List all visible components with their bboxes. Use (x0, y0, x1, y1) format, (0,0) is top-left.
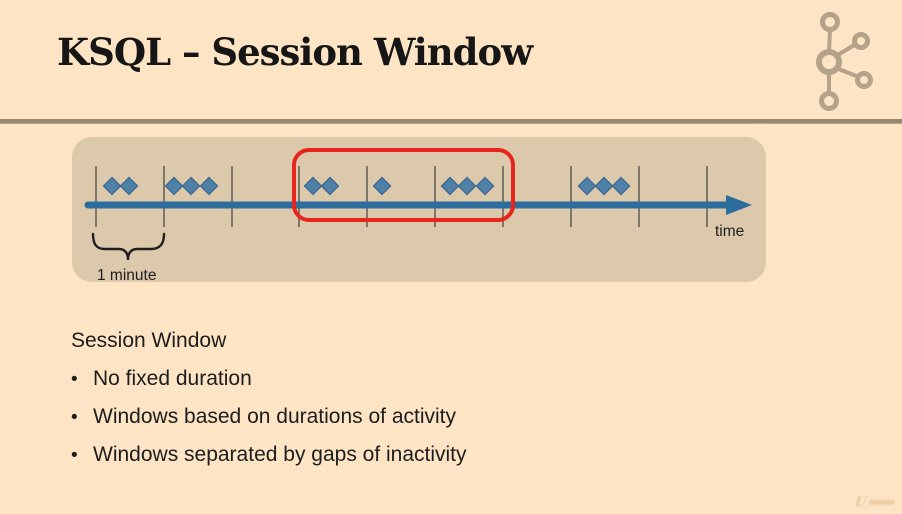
watermark-bar (869, 500, 895, 505)
notes: Session Window • No fixed duration • Win… (71, 322, 467, 474)
event-diamond (372, 176, 392, 196)
interval-label: 1 minute (97, 267, 156, 282)
ticks-layer (95, 166, 708, 227)
event-diamond (457, 176, 477, 196)
event-diamond (320, 176, 340, 196)
header-divider (0, 119, 902, 124)
logo-link-lower-right (835, 66, 860, 79)
bullet-item: • Windows based on durations of activity (71, 398, 467, 436)
event-diamond (577, 176, 597, 196)
bullet-marker: • (71, 445, 78, 466)
event-diamond (164, 176, 184, 196)
logo-node-center (816, 49, 842, 75)
bullet-item: • No fixed duration (71, 360, 467, 398)
bullet-marker: • (71, 369, 78, 390)
kafka-logo-icon (816, 12, 873, 111)
event-diamond (611, 176, 631, 196)
watermark-glyph: U (853, 495, 868, 510)
bullet-item: • Windows separated by gaps of inactivit… (71, 436, 467, 474)
logo-node-top (820, 12, 840, 32)
event-diamond (199, 176, 219, 196)
logo-node-lower-right (855, 71, 873, 89)
watermark: U (853, 495, 895, 510)
timeline-svg: 1 minute time (84, 148, 752, 282)
notes-heading-row: Session Window (71, 322, 467, 360)
kafka-logo-shapes (816, 12, 873, 111)
timeline-panel: 1 minute time (72, 137, 766, 282)
events-layer (102, 176, 631, 196)
event-diamond (594, 176, 614, 196)
logo-node-upper-right (852, 32, 870, 50)
notes-heading: Session Window (71, 329, 227, 352)
slide-title: KSQL – Session Window (57, 30, 533, 74)
event-diamond (181, 176, 201, 196)
event-diamond (119, 176, 139, 196)
bullet-text: No fixed duration (93, 367, 252, 390)
logo-link-upper-right (834, 42, 858, 58)
event-diamond (102, 176, 122, 196)
bullet-text: Windows based on durations of activity (93, 405, 457, 428)
interval-brace (91, 232, 166, 261)
event-diamond (303, 176, 323, 196)
time-axis-label: time (715, 223, 744, 240)
event-diamond (440, 176, 460, 196)
time-axis-arrowhead (726, 195, 752, 215)
logo-node-bottom (819, 91, 839, 111)
event-diamond (475, 176, 495, 196)
bullet-marker: • (71, 407, 78, 428)
logo-link-top (827, 28, 832, 54)
bullet-text: Windows separated by gaps of inactivity (93, 443, 467, 466)
session-highlight (292, 148, 515, 222)
